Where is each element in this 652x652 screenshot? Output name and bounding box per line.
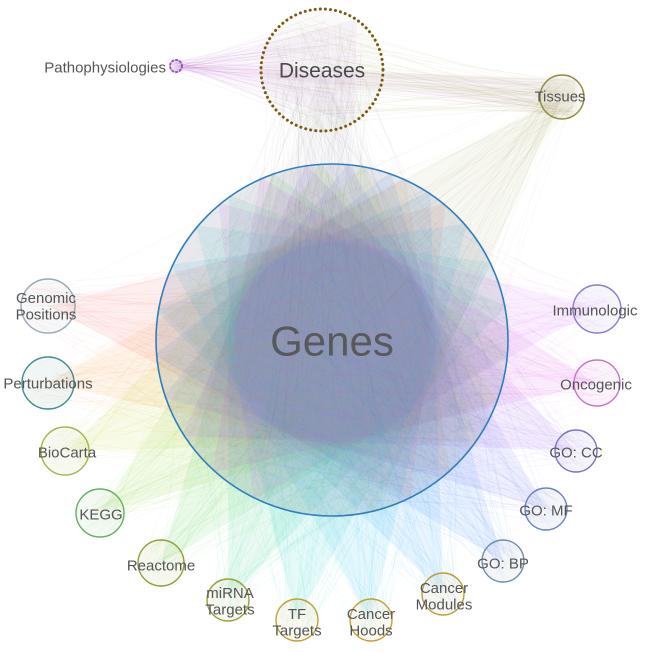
node-label-reactome: Reactome [127,557,195,574]
node-biocarta[interactable]: BioCarta [38,426,97,476]
node-circle-mirna-targets[interactable] [206,578,250,622]
node-circle-genomic-positions[interactable] [20,278,76,334]
edge-fan-oncogenic-genes [212,176,597,473]
node-kegg[interactable]: KEGG [75,488,125,538]
edge-bundle-tf-targets-genes [174,192,486,639]
node-oncogenic[interactable]: Oncogenic [560,359,632,407]
node-go-cc[interactable]: GO: CC [549,429,603,473]
node-diseases[interactable]: Diseases [259,7,385,133]
node-circle-tissues[interactable] [539,74,585,120]
edge-fan-mirna-targets-genes [228,194,507,600]
edge-bundle-genomic-positions-genes [23,188,492,496]
node-label-pathophysiologies: Pathophysiologies [44,59,166,76]
node-circle-go-bp[interactable] [481,539,525,583]
edge-fan-pathophysiologies-diseases [176,19,357,123]
node-label-kegg: KEGG [79,506,122,523]
node-pathophysiologies[interactable]: Pathophysiologies [44,59,183,76]
node-label-biocarta: BioCarta [38,444,97,461]
edge-bundle-immunologic-genes [189,189,619,475]
edge-bundle-diseases-genes [179,17,493,489]
node-circle-diseases[interactable] [259,7,385,133]
node-circle-cancer-modules[interactable] [421,572,465,616]
nodes: Genes Diseases PathophysiologiesTissuesGen… [3,7,638,642]
node-reactome[interactable]: Reactome [127,539,195,587]
edge-bundle-tissues-genes [180,78,582,502]
node-circle-perturbations[interactable] [21,356,75,410]
node-circle-cancer-hoods[interactable] [349,598,393,642]
node-circle-immunologic[interactable] [572,284,622,334]
edge-fan-go-cc-genes [181,163,576,451]
node-circle-kegg[interactable] [75,488,125,538]
node-label-perturbations: Perturbations [3,375,92,392]
edge-fan-perturbations-genes [48,177,451,474]
edge-bundle-cancer-hoods-genes [165,202,484,638]
edge-fan-tissues-genes [156,97,563,514]
node-label-tissues: Tissues [534,88,585,105]
edge-bundle-go-mf-genes [182,195,564,528]
node-label-oncogenic: Oncogenic [560,376,632,393]
edge-fan-diseases-tissues [322,70,577,117]
edge-fan-immunologic-genes [218,202,598,500]
node-label-go-mf: GO: MF [519,502,572,519]
edge-fan-go-mf-genes [163,162,546,509]
edge-fan-go-bp-genes [154,171,503,561]
node-immunologic[interactable]: Immunologic [552,284,638,334]
edge-fan-reactome-genes [161,172,510,563]
edge-bundle-perturbations-genes [27,220,457,484]
node-go-mf[interactable]: GO: MF [519,487,573,531]
edge-lines [23,13,619,639]
node-go-bp[interactable]: GO: BP [477,539,529,583]
edge-fan-diseases-genes [186,70,486,443]
node-circle-biocarta[interactable] [40,426,90,476]
edge-fan-kegg-genes [100,162,500,514]
node-label-go-bp: GO: BP [477,555,529,572]
edge-bundle-pathophysiologies-tissues [172,61,580,117]
node-circle-reactome[interactable] [137,539,185,587]
edge-bundle-biocarta-genes [44,182,470,506]
node-label-immunologic: Immunologic [552,302,638,319]
node-label-go-cc: GO: CC [549,444,603,461]
edge-fan-biocarta-genes [65,164,479,451]
node-circle-go-cc[interactable] [554,429,598,473]
node-circle-tf-targets[interactable] [275,598,319,642]
edge-bundle-kegg-genes [81,191,490,535]
edge-fan-cancer-modules-genes [156,191,443,594]
edge-bundle-mirna-targets-genes [168,179,478,616]
edge-fan-tf-targets-genes [195,225,493,620]
edge-bundle-go-cc-genes [179,183,594,490]
edge-bundle-oncogenic-genes [201,178,615,496]
node-genes[interactable]: Genes [155,163,509,517]
edge-bundle-pathophysiologies-diseases [170,13,368,119]
node-circle-oncogenic[interactable] [573,359,621,407]
node-label-diseases: Diseases [279,59,365,82]
node-circle-go-mf[interactable] [524,487,568,531]
node-label-genes: Genes [270,318,394,365]
edge-fans [48,19,598,621]
node-perturbations[interactable]: Perturbations [3,356,93,410]
node-circle-pathophysiologies[interactable] [169,59,183,73]
edge-fan-cancer-hoods-genes [170,223,467,621]
edge-fan-genomic-positions-genes [48,202,446,501]
node-circle-genes[interactable] [155,163,509,517]
node-tissues[interactable]: Tissues [534,74,586,120]
